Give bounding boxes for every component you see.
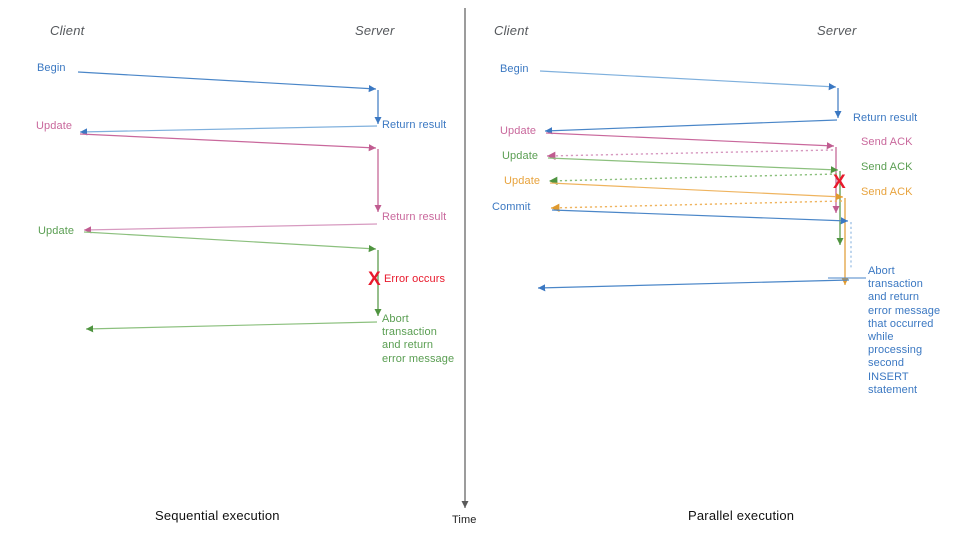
arrow-update-1 xyxy=(79,133,377,152)
right-message-abort-label: Abort transaction and return error messa… xyxy=(868,265,941,396)
arrow-begin xyxy=(77,71,377,93)
left-message-return-result-1-label: Return result xyxy=(382,119,447,131)
right-panel-caption: Parallel execution xyxy=(688,508,795,523)
arrow-abort-r xyxy=(537,279,850,292)
arrow-return-result-r xyxy=(544,119,838,135)
arrow-update-1-r xyxy=(545,132,835,150)
arrow-return-result-1 xyxy=(79,125,378,136)
arrow-abort xyxy=(85,321,378,333)
left-panel-caption: Sequential execution xyxy=(155,508,280,523)
arrow-commit xyxy=(551,209,849,225)
left-panel-arrows xyxy=(77,71,382,333)
error-cross-icon: X xyxy=(368,269,381,290)
right-message-update-2-label: Update xyxy=(502,150,539,162)
arrow-send-ack-3 xyxy=(550,200,843,212)
left-message-update-1-label: Update xyxy=(36,120,73,132)
right-message-send-ack-1-label: Send ACK xyxy=(861,136,913,148)
time-axis-label: Time xyxy=(452,514,477,526)
right-message-send-ack-3-label: Send ACK xyxy=(861,186,913,198)
left-actor-server-label: Server xyxy=(355,23,395,38)
right-actor-client-label: Client xyxy=(494,23,529,38)
left-message-error-label: Error occurs xyxy=(384,273,446,285)
left-actor-client-label: Client xyxy=(50,23,85,38)
left-message-abort-label: Abort transaction and return error messa… xyxy=(382,313,455,365)
right-message-return-result-label: Return result xyxy=(853,112,918,124)
arrow-update-2-r xyxy=(547,157,839,174)
error-cross-icon-right: X xyxy=(833,172,846,193)
left-message-update-2-label: Update xyxy=(38,225,75,237)
right-actor-server-label: Server xyxy=(817,23,857,38)
left-message-begin-label: Begin xyxy=(37,62,66,74)
right-message-commit-label: Commit xyxy=(492,201,531,213)
arrow-return-result-2 xyxy=(83,223,378,234)
arrow-update-2 xyxy=(83,231,377,253)
arrow-begin-r xyxy=(539,70,837,91)
arrow-update-3-r xyxy=(549,182,844,201)
right-message-update-3-label: Update xyxy=(504,175,541,187)
arrow-send-ack-1 xyxy=(546,149,834,161)
right-message-begin-label: Begin xyxy=(500,63,529,75)
left-message-return-result-2-label: Return result xyxy=(382,211,447,223)
arrow-send-ack-2 xyxy=(548,173,838,185)
right-message-update-1-label: Update xyxy=(500,125,537,137)
right-message-send-ack-2-label: Send ACK xyxy=(861,161,913,173)
right-panel-arrows xyxy=(537,70,866,292)
